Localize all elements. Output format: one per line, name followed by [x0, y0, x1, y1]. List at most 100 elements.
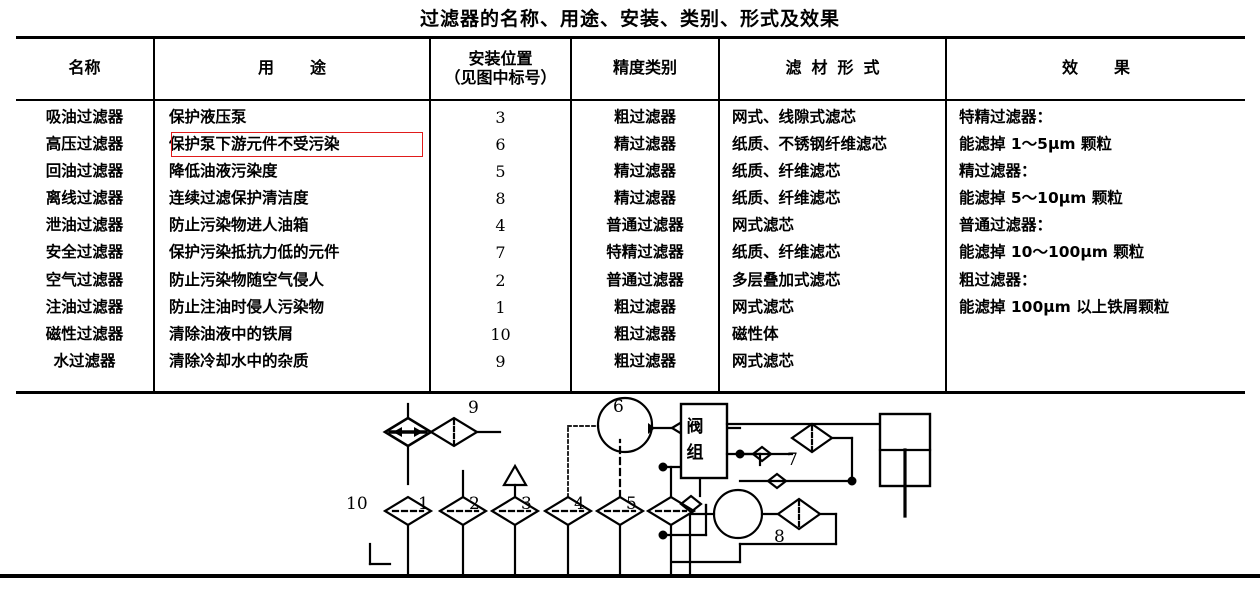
- diagram-label-9: 9: [468, 398, 479, 418]
- table-cell-use: 保护泵下游元件不受污染: [169, 135, 340, 154]
- table-cell-precision: 精过滤器: [613, 135, 676, 154]
- table-cell-position: 10: [490, 324, 511, 344]
- table-cell-name: 回油过滤器: [45, 162, 124, 181]
- page-title: 过滤器的名称、用途、安装、类别、形式及效果: [419, 8, 840, 30]
- filter-symbol-10: [382, 495, 434, 578]
- table-cell-medium: 网式滤芯: [732, 351, 795, 370]
- valve-group-label-line1: 阀: [687, 416, 704, 437]
- offline-pump: [712, 488, 764, 540]
- table-top-rule: [16, 36, 1245, 39]
- table-cell-position: 4: [495, 216, 506, 236]
- table-cell-effect-line: 特精过滤器：: [959, 108, 1053, 126]
- column-divider-3: [570, 37, 572, 393]
- filter-symbol-2: [489, 463, 541, 578]
- column-use: 保护液压泵保护泵下游元件不受污染降低油液污染度连续过滤保护清洁度防止污染物进人油…: [169, 104, 427, 375]
- diagram-label-10: 10: [346, 494, 368, 514]
- header-position: 安装位置 （见图中标号）: [431, 38, 570, 99]
- table-cell-precision: 精过滤器: [613, 162, 676, 181]
- table-cell-name: 空气过滤器: [45, 270, 124, 289]
- column-divider-5: [945, 37, 947, 393]
- table-cell-name: 磁性过滤器: [45, 324, 124, 343]
- table-cell-medium: 网式滤芯: [732, 216, 795, 235]
- table-cell-medium: 纸质、不锈钢纤维滤芯: [732, 135, 888, 154]
- table-cell-medium: 纸质、纤维滤芯: [732, 243, 841, 262]
- table-cell-precision: 特精过滤器: [606, 243, 684, 262]
- table-cell-medium: 纸质、纤维滤芯: [732, 189, 841, 208]
- table-cell-precision: 精过滤器: [613, 189, 676, 208]
- column-position: 3 6 5 8 4 7 2 1 10 9: [431, 104, 570, 375]
- diagram-label-7: 7: [787, 450, 798, 470]
- column-medium: 网式、线隙式滤芯纸质、不锈钢纤维滤芯纸质、纤维滤芯纸质、纤维滤芯网式滤芯纸质、纤…: [732, 104, 945, 375]
- table-cell-position: 6: [495, 135, 506, 155]
- column-precision: 粗过滤器精过滤器精过滤器精过滤器普通过滤器特精过滤器普通过滤器粗过滤器粗过滤器粗…: [572, 104, 718, 375]
- diagram-label-8: 8: [774, 527, 785, 547]
- column-name: 吸油过滤器高压过滤器回油过滤器离线过滤器泄油过滤器安全过滤器空气过滤器注油过滤器…: [16, 104, 153, 375]
- header-use: 用 途: [257, 58, 336, 78]
- table-cell-name: 安全过滤器: [45, 243, 124, 262]
- table-cell-medium: 磁性体: [732, 324, 779, 343]
- valve-group-rect: [679, 402, 729, 480]
- table-cell-use: 保护液压泵: [169, 108, 247, 126]
- table-cell-position: 8: [495, 189, 506, 209]
- table-cell-effect-line: 能滤掉 5～10μm 颗粒: [959, 189, 1123, 208]
- table-cell-effect-line: 能滤掉 10～100μm 颗粒: [959, 243, 1145, 262]
- table-cell-medium: 纸质、纤维滤芯: [732, 162, 841, 181]
- table-cell-position: 5: [495, 162, 506, 182]
- table-cell-medium: 多层叠加式滤芯: [732, 270, 841, 289]
- filter-symbol-8: [670, 497, 838, 564]
- table-cell-precision: 粗过滤器: [613, 351, 676, 370]
- table-cell-position: 1: [495, 297, 506, 317]
- filter-symbol-magnetic-top: [382, 402, 434, 486]
- header-position-line1: 安装位置: [468, 49, 533, 69]
- table-cell-use: 保护污染抵抗力低的元件: [169, 243, 340, 262]
- table-cell-use: 清除冷却水中的杂质: [169, 351, 309, 370]
- table-cell-use: 连续过滤保护清洁度: [169, 189, 309, 208]
- filter-symbol-9: [428, 416, 502, 448]
- column-divider-4: [718, 37, 720, 393]
- table-cell-name: 水过滤器: [53, 351, 116, 370]
- header-medium: 滤材形式: [785, 58, 890, 78]
- diagram-label-1: 1: [418, 494, 429, 514]
- table-cell-position: 7: [495, 243, 506, 263]
- column-divider-1: [153, 37, 155, 393]
- filter-symbol-4: [594, 438, 646, 578]
- filter-symbol-1: [437, 469, 489, 578]
- filter-symbol-7: [735, 422, 857, 490]
- table-cell-effect-line: 普通过滤器：: [959, 216, 1053, 235]
- hydraulic-circuit-diagram: 9 6 10 1 2 3 4 5 7 8 阀 组: [0, 392, 1260, 591]
- valve-group-label-line2: 组: [687, 442, 704, 463]
- table-cell-medium: 网式、线隙式滤芯: [732, 108, 857, 126]
- header-precision: 精度类别: [612, 58, 677, 78]
- table-cell-name: 注油过滤器: [45, 297, 124, 316]
- highlight-box: [171, 132, 423, 158]
- table-cell-use: 防止污染物进人油箱: [169, 216, 309, 235]
- filter-symbol-3: [542, 425, 599, 578]
- table-cell-use: 防止注油时侵人污染物: [169, 297, 325, 316]
- table-header-rule: [16, 99, 1245, 101]
- table-cell-precision: 普通过滤器: [606, 216, 684, 235]
- diagram-label-4: 4: [574, 494, 585, 514]
- table-cell-position: 2: [495, 270, 506, 290]
- table-cell-medium: 网式滤芯: [732, 297, 795, 316]
- table-cell-name: 吸油过滤器: [45, 108, 124, 126]
- header-effect: 效 果: [1061, 58, 1140, 78]
- table-cell-precision: 普通过滤器: [606, 270, 684, 289]
- table-cell-effect-line: 粗过滤器：: [959, 270, 1037, 289]
- table-cell-precision: 粗过滤器: [613, 297, 676, 316]
- diagram-label-6: 6: [613, 397, 624, 417]
- table-cell-use: 降低油液污染度: [169, 162, 278, 181]
- table-cell-name: 泄油过滤器: [45, 216, 124, 235]
- table-cell-use: 防止污染物随空气侵人: [169, 270, 325, 289]
- table-cell-use: 清除油液中的铁屑: [169, 324, 294, 343]
- table-cell-position: 9: [495, 351, 506, 371]
- table-cell-position: 3: [495, 108, 506, 127]
- table-cell-effect-line: 精过滤器：: [959, 162, 1037, 181]
- table-cell-effect-line: 能滤掉 1～5μm 颗粒: [959, 135, 1112, 154]
- table-bottom-rule: [16, 391, 1245, 394]
- diagram-label-3: 3: [521, 494, 532, 514]
- cylinder-symbol: [878, 412, 932, 518]
- diagram-label-2: 2: [469, 494, 480, 514]
- pump-symbol: [596, 396, 655, 454]
- column-divider-2: [429, 37, 431, 393]
